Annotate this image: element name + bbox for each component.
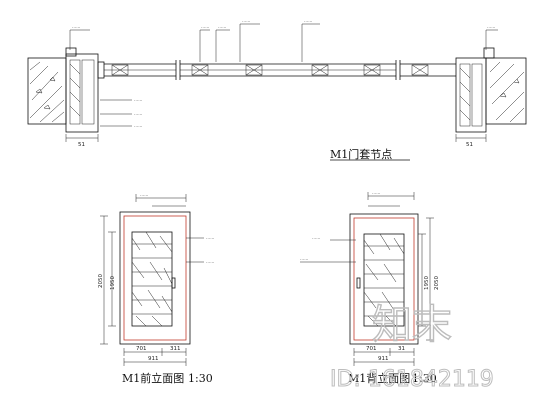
note-top-6: ……: [487, 24, 495, 29]
note-side-3: ……: [134, 123, 142, 128]
rear-inner-frame: [353, 217, 415, 341]
front-dim-height: 2050: [98, 274, 104, 288]
front-panel-hatch: [131, 231, 173, 327]
rear-outer-frame: [349, 213, 419, 345]
note-side-2: ……: [134, 111, 142, 116]
rear-note-left-2: ……: [300, 256, 308, 261]
rear-dim-total: 911: [378, 356, 389, 362]
rear-dim-height: 2050: [434, 276, 440, 290]
door-frame-section: …… …… …… …… …… …… …… …… …… 51 51 M1门套节点: [27, 18, 527, 161]
note-top-3: ……: [218, 24, 226, 29]
front-note-top: ……: [140, 192, 148, 197]
front-dim-width: 701: [136, 346, 147, 352]
front-note-right-1: ……: [206, 235, 214, 240]
front-elevation: …… …… …… 2050 1950 701 311 911 M1前立面图 1:…: [98, 192, 214, 385]
rear-elevation: …… …… …… 2050 1950 701 31 911 M1背立面图 1:3…: [300, 190, 440, 385]
front-outer-frame: [119, 211, 191, 345]
door-leaf-section: [104, 60, 456, 80]
rear-panel: [363, 233, 405, 327]
note-top-5: ……: [304, 18, 312, 23]
watermark-id: ID: 161842119: [330, 367, 494, 392]
dim-left: 51: [78, 142, 85, 148]
rear-note-left-1: ……: [312, 235, 320, 240]
watermark: 知末 ID: 161842119: [330, 301, 495, 392]
section-leaders-side: …… …… ……: [100, 97, 142, 128]
dim-right: 51: [466, 142, 473, 148]
left-wall: [27, 57, 67, 125]
watermark-logo: 知末: [372, 302, 452, 348]
rear-handle: [356, 277, 361, 289]
note-top-2: ……: [201, 24, 209, 29]
front-note-right-2: ……: [206, 259, 214, 264]
rear-panel-hatch: [363, 233, 405, 327]
right-wall: [485, 57, 527, 125]
rear-note-top: ……: [372, 190, 380, 195]
section-dimensions: 51 51: [65, 134, 487, 148]
rear-scale: 1:30: [412, 372, 437, 385]
section-title: M1门套节点: [330, 147, 392, 161]
left-jamb: [65, 47, 105, 133]
front-title: M1前立面图: [122, 371, 184, 385]
front-scale: 1:30: [188, 372, 213, 385]
front-dim-side: 311: [170, 346, 181, 352]
front-inner-frame: [123, 215, 187, 341]
note-top-4: ……: [242, 18, 250, 23]
rear-dim-width: 701: [366, 346, 377, 352]
note-top-1: ……: [72, 24, 80, 29]
right-jamb: [455, 47, 495, 133]
section-leaders-top: …… …… …… …… …… ……: [69, 18, 498, 62]
front-panel: [131, 231, 173, 327]
front-handle: [171, 277, 176, 289]
rear-dim-side: 31: [398, 346, 405, 352]
rear-title: M1背立面图: [348, 371, 410, 385]
note-side-1: ……: [134, 97, 142, 102]
rear-dim-leaf: 1950: [424, 276, 430, 290]
front-dim-leaf: 1950: [110, 276, 116, 290]
front-dim-total: 911: [148, 356, 159, 362]
